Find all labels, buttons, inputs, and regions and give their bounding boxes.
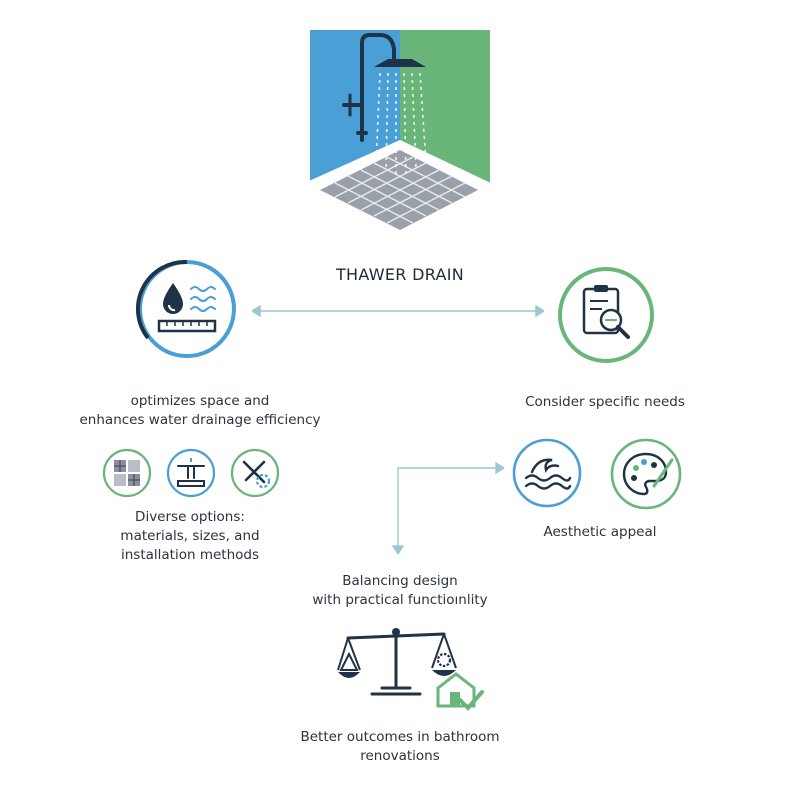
- left-description: optimizes space and enhances water drain…: [60, 392, 340, 430]
- shower-head: [374, 59, 426, 67]
- needs-label: Consider specific needs: [525, 394, 685, 410]
- outcome-line-1: Better outcomes in bathroom: [300, 729, 500, 745]
- water-drop-ruler-icon: [136, 259, 236, 358]
- palette-brush-icon: [610, 438, 682, 510]
- connector-elbow: [397, 467, 498, 548]
- shower-illustration: [300, 30, 495, 235]
- outcome-line-2: renovations: [360, 748, 440, 764]
- green-wall: [400, 30, 490, 185]
- balance-scale-icon: [337, 628, 484, 711]
- wave-icon: [512, 438, 582, 508]
- tools-gear-icon: [230, 448, 280, 498]
- diagram-title: THAWER DRAIN: [335, 265, 465, 284]
- aesthetic-label: Aesthetic appeal: [543, 524, 657, 540]
- left-line-1: optimizes space and: [130, 393, 270, 409]
- balance-line-1: Balancing design: [342, 573, 458, 589]
- options-line-3: installation methods: [121, 547, 259, 563]
- arrowhead-aesthetic: [495, 461, 505, 475]
- pipe-fitting-icon: [166, 448, 216, 498]
- options-line-1: Diverse options:: [135, 509, 245, 525]
- clipboard-magnifier-icon: [558, 267, 654, 363]
- options-line-2: materials, sizes, and: [120, 528, 260, 544]
- outcome-description: Better outcomes in bathroom renovations: [270, 728, 530, 766]
- grate-grid: [334, 156, 466, 224]
- arrowhead-left: [251, 304, 261, 318]
- shower-fixture: [342, 33, 396, 142]
- left-line-2: enhances water drainage efficiency: [79, 412, 321, 428]
- arrowhead-right: [535, 304, 545, 318]
- arrowhead-balance: [391, 545, 405, 555]
- balance-description: Balancing design with practical functioı…: [270, 572, 530, 610]
- blue-wall: [310, 30, 400, 185]
- material-swatches-icon: [102, 448, 152, 498]
- options-description: Diverse options: materials, sizes, and i…: [90, 508, 290, 565]
- house-check-icon: [436, 672, 484, 711]
- balance-line-2: with practical functioınlity: [312, 592, 488, 608]
- water-stream: [375, 72, 427, 175]
